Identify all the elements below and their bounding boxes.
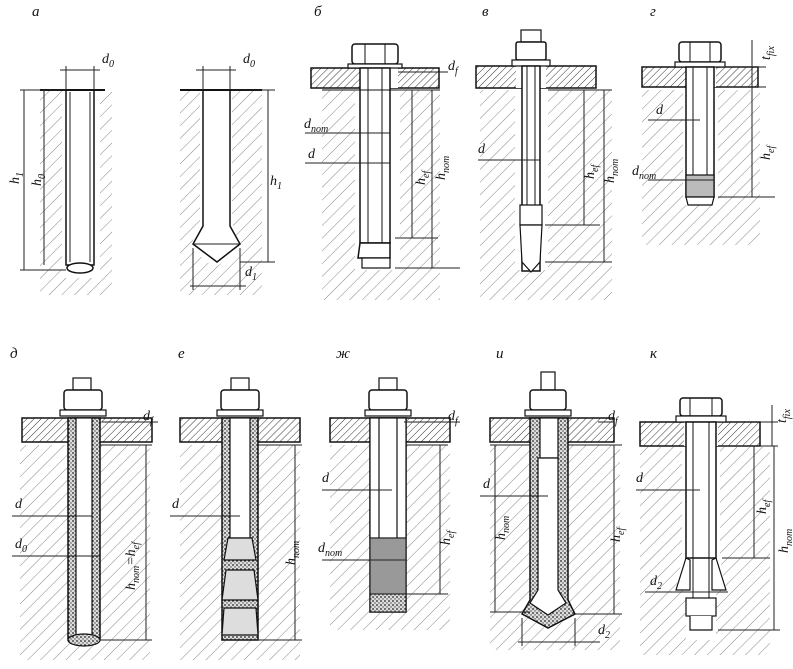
threaded-rod <box>75 417 93 641</box>
panel-zh: ж df d dnom hef <box>318 346 460 630</box>
dim-label-df: df <box>448 409 459 427</box>
dim-label-h1: h1 <box>270 174 282 192</box>
hex-head <box>678 41 722 63</box>
panel-label-e: е <box>178 346 185 362</box>
dim-label-tfix: tfix <box>775 409 793 423</box>
rod-top <box>539 417 559 459</box>
panel-v: в d hef hnom <box>475 4 621 300</box>
washer <box>511 59 551 67</box>
panel-a: а d0 h1 h0 <box>8 4 114 295</box>
bolt-end <box>689 616 713 631</box>
undercut-segments <box>675 557 727 591</box>
panel-label-i: и <box>496 346 504 362</box>
panel-label-v: в <box>482 4 489 20</box>
dim-label-d0: d0 <box>102 52 114 70</box>
dim-label-hnom: hnom <box>777 529 793 553</box>
soil-region <box>330 445 450 630</box>
washer <box>59 409 107 417</box>
dim-label-df: df <box>608 409 619 427</box>
washer <box>364 409 412 417</box>
dim-label-d: d <box>322 471 330 486</box>
thread-tip <box>230 377 250 391</box>
hex-nut <box>220 389 260 411</box>
dim-label-df: df <box>448 59 459 77</box>
cone-end <box>519 224 543 273</box>
resin-bottom <box>369 593 407 613</box>
hex-head <box>679 397 723 417</box>
thread-tip <box>72 377 92 391</box>
sleeve <box>685 421 717 559</box>
dim-label-d: d <box>308 147 316 162</box>
internal-sleeve <box>229 417 251 539</box>
panel-label-b: б <box>314 4 322 20</box>
dim-label-d0: d0 <box>243 52 255 70</box>
panel-g: г tfix d dnom hef <box>632 4 777 245</box>
rod-cone <box>529 457 567 616</box>
soil-region <box>180 445 300 660</box>
soil-region <box>642 90 760 245</box>
hex-nut <box>529 389 567 411</box>
panel-a-undercut: d0 h1 d1 <box>180 52 282 295</box>
soil-region <box>640 447 770 655</box>
hex-nut <box>63 389 103 411</box>
dim-label-d: d <box>483 477 491 492</box>
panel-b: б df dnom d hef hnom <box>304 4 460 300</box>
hex-nut <box>368 389 408 411</box>
undercut-hole <box>192 89 241 263</box>
sleeve-ribs <box>221 537 259 636</box>
panel-label-a: а <box>32 4 40 20</box>
dim-label-d: d <box>656 103 664 118</box>
expansion-cone <box>357 242 391 259</box>
panel-label-k: к <box>650 346 658 362</box>
thread-tip <box>378 377 398 391</box>
dim-label-tfix: tfix <box>759 46 777 60</box>
washer <box>216 409 264 417</box>
soil-region <box>180 90 262 295</box>
panel-e: е d hnom <box>170 346 302 660</box>
panel-k: к tfix d d2 hef hnom <box>636 346 793 655</box>
washer <box>675 415 727 423</box>
cone-nut <box>685 597 717 617</box>
soil-region <box>480 90 612 300</box>
panel-label-zh: ж <box>336 346 350 362</box>
dim-label-d: d <box>478 142 486 157</box>
panel-label-g: г <box>650 4 656 20</box>
resin-capsule <box>369 537 407 595</box>
hole-bottom <box>67 633 101 647</box>
expansion-plug <box>685 174 715 198</box>
panel-label-d: д <box>10 346 18 362</box>
thread-tip <box>540 371 556 391</box>
dim-label-d: d <box>636 471 644 486</box>
dim-label-d: d <box>15 497 23 512</box>
expansion-clip <box>519 204 543 226</box>
hex-nut <box>351 43 399 65</box>
soil-region <box>322 90 440 300</box>
sleeve <box>359 67 391 244</box>
plug-end <box>685 196 715 206</box>
soil-region <box>20 445 150 660</box>
panel-i: и df d hnom hef d2 <box>480 346 627 650</box>
soil-region <box>40 90 112 295</box>
dim-label-hef: hef <box>759 145 777 160</box>
dim-label-h1: h1 <box>8 172 26 184</box>
panel-d: д df d d0 hnom=hef <box>10 346 158 660</box>
dim-label-df: df <box>143 409 154 427</box>
thread-tip <box>520 29 542 43</box>
dim-label-d: d <box>172 497 180 512</box>
washer <box>524 409 572 417</box>
hole-bottom <box>66 262 94 274</box>
hex-nut <box>515 41 547 61</box>
threaded-rod <box>378 417 398 539</box>
cone-tip <box>361 257 391 269</box>
